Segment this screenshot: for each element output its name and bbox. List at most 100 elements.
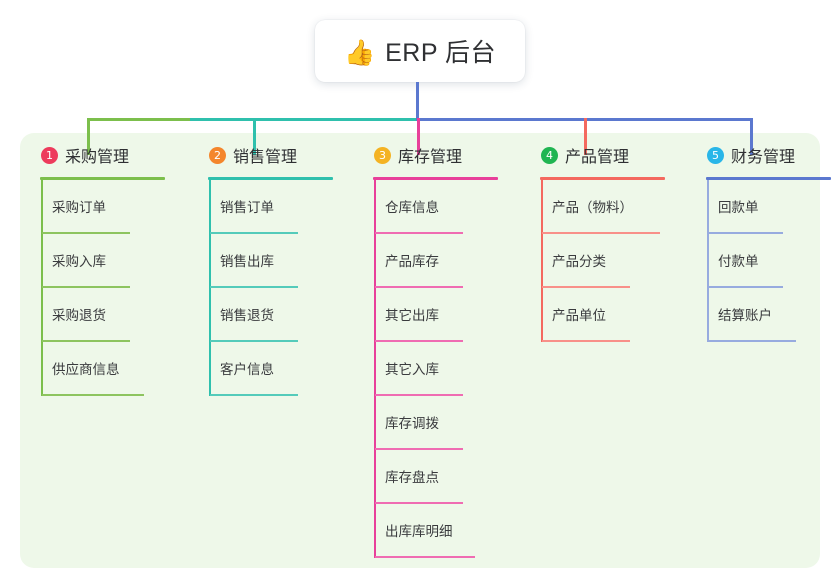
branch-header-2[interactable]: 2 销售管理: [188, 141, 333, 180]
branch-badge-3: 3: [374, 146, 391, 164]
branch-item-label: 出库库明细: [385, 524, 453, 539]
branch-header-5[interactable]: 5 财务管理: [686, 141, 831, 180]
branch-badge-5: 5: [707, 146, 724, 164]
branch-item[interactable]: 库存调拨: [353, 396, 463, 450]
branch-item[interactable]: 结算账户: [686, 288, 796, 342]
branch-item[interactable]: 采购订单: [20, 180, 130, 234]
branch-item[interactable]: 销售订单: [188, 180, 298, 234]
branch-header-4[interactable]: 4 产品管理: [520, 141, 665, 180]
branch-items-1: 采购订单 采购入库 采购退货 供应商信息: [20, 180, 144, 396]
branch-item-underline: [542, 286, 630, 288]
drop-to-branch-5: [750, 118, 753, 155]
branch-header-row-4: 4 产品管理: [520, 141, 629, 169]
branch-item-label: 付款单: [718, 254, 759, 269]
branch-item[interactable]: 产品分类: [520, 234, 630, 288]
branch-item-label: 回款单: [718, 200, 759, 215]
branch-column-3: 3 库存管理 仓库信息 产品库存 其它出库 其它入库: [353, 141, 498, 558]
branch-item[interactable]: 销售出库: [188, 234, 298, 288]
drop-to-branch-4: [584, 118, 587, 155]
thumbs-up-icon: 👍: [343, 37, 376, 67]
branch-item[interactable]: 客户信息: [188, 342, 298, 396]
branch-header-row-2: 2 销售管理: [188, 141, 297, 169]
branch-item-label: 采购退货: [52, 308, 106, 323]
branch-item-label: 销售订单: [220, 200, 274, 215]
branch-item-underline: [210, 340, 298, 342]
branch-spine-3: [374, 180, 376, 558]
branch-item[interactable]: 采购退货: [20, 288, 130, 342]
branch-items-5: 回款单 付款单 结算账户: [686, 180, 796, 342]
branch-item-underline: [708, 340, 796, 342]
branch-item[interactable]: 其它入库: [353, 342, 463, 396]
root-node[interactable]: 👍 ERP 后台: [315, 20, 525, 82]
branch-item[interactable]: 采购入库: [20, 234, 130, 288]
branch-item-underline: [542, 232, 660, 234]
branch-item-label: 结算账户: [718, 308, 772, 323]
branch-header-row-3: 3 库存管理: [353, 141, 462, 169]
branch-item[interactable]: 销售退货: [188, 288, 298, 342]
branch-badge-2: 2: [209, 146, 226, 164]
branch-item-label: 销售出库: [220, 254, 274, 269]
branch-title-1: 采购管理: [65, 149, 130, 166]
trunk-segment-green: [87, 118, 192, 121]
branch-column-5: 5 财务管理 回款单 付款单 结算账户: [686, 141, 831, 342]
branch-items-4: 产品（物料） 产品分类 产品单位: [520, 180, 660, 342]
branch-item-underline: [542, 340, 630, 342]
branch-column-2: 2 销售管理 销售订单 销售出库 销售退货 客户信息: [188, 141, 333, 396]
branch-item-underline: [708, 232, 783, 234]
branch-title-4: 产品管理: [565, 149, 630, 166]
branch-item-underline: [375, 556, 475, 558]
branch-item-label: 产品分类: [552, 254, 606, 269]
branch-column-4: 4 产品管理 产品（物料） 产品分类 产品单位: [520, 141, 665, 342]
branch-item-label: 采购订单: [52, 200, 106, 215]
branch-underline-5: [706, 177, 831, 180]
branch-column-1: 1 采购管理 采购订单 采购入库 采购退货 供应商信息: [20, 141, 165, 396]
branch-header-1[interactable]: 1 采购管理: [20, 141, 165, 180]
branch-item-label: 产品库存: [385, 254, 439, 269]
root-node-content: 👍 ERP 后台: [344, 33, 496, 69]
branch-underline-3: [373, 177, 498, 180]
branch-item[interactable]: 产品单位: [520, 288, 630, 342]
branch-spine-4: [541, 180, 543, 342]
branch-item[interactable]: 付款单: [686, 234, 795, 288]
branch-item-underline: [708, 286, 783, 288]
branch-item-label: 产品（物料）: [552, 200, 633, 215]
branch-item-label: 库存调拨: [385, 416, 439, 431]
branch-item-label: 采购入库: [52, 254, 106, 269]
branch-item-underline: [42, 286, 130, 288]
branch-item[interactable]: 库存盘点: [353, 450, 463, 504]
branch-item[interactable]: 其它出库: [353, 288, 463, 342]
branch-item-label: 销售退货: [220, 308, 274, 323]
branch-spine-1: [41, 180, 43, 396]
branch-header-row-1: 1 采购管理: [20, 141, 129, 169]
drop-to-branch-2: [253, 118, 256, 155]
branch-item[interactable]: 产品库存: [353, 234, 463, 288]
branch-header-3[interactable]: 3 库存管理: [353, 141, 498, 180]
drop-to-branch-3: [417, 118, 420, 155]
root-node-label: ERP 后台: [385, 39, 497, 67]
branch-spine-2: [209, 180, 211, 396]
branch-underline-1: [40, 177, 165, 180]
branch-item-label: 库存盘点: [385, 470, 439, 485]
branch-underline-2: [208, 177, 333, 180]
branch-item-underline: [375, 340, 463, 342]
branch-item-underline: [210, 286, 298, 288]
branch-item[interactable]: 供应商信息: [20, 342, 144, 396]
branch-item[interactable]: 出库库明细: [353, 504, 475, 558]
branch-item-underline: [375, 232, 463, 234]
branch-item-underline: [210, 394, 298, 396]
branch-title-3: 库存管理: [398, 149, 463, 166]
branch-item-label: 其它出库: [385, 308, 439, 323]
branch-item-label: 客户信息: [220, 362, 274, 377]
branch-item[interactable]: 回款单: [686, 180, 795, 234]
branch-item[interactable]: 产品（物料）: [520, 180, 660, 234]
branch-item[interactable]: 仓库信息: [353, 180, 463, 234]
branch-item-underline: [375, 394, 463, 396]
branch-badge-4: 4: [541, 146, 558, 164]
branch-title-2: 销售管理: [233, 149, 298, 166]
branch-items-3: 仓库信息 产品库存 其它出库 其它入库 库存调拨 库存盘点: [353, 180, 475, 558]
trunk-segment-teal: [190, 118, 419, 121]
branch-item-underline: [42, 340, 130, 342]
branch-badge-1: 1: [41, 146, 58, 164]
root-stem: [416, 82, 419, 120]
branch-item-underline: [42, 232, 130, 234]
